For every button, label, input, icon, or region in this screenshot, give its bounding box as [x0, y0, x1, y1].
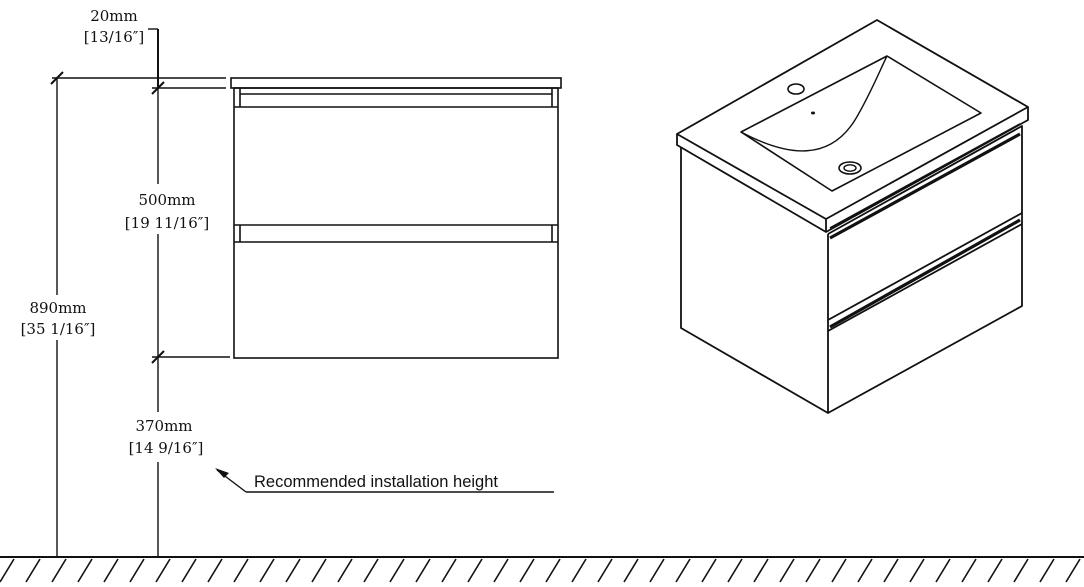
floor-hatch-line: [519, 558, 535, 583]
floor-hatch-line: [0, 558, 15, 583]
floor-hatch-line: [883, 558, 899, 583]
install-height-inch: [14 9/16″]: [129, 439, 204, 457]
floor-hatch-line: [181, 558, 197, 583]
floor-hatch-line: [155, 558, 171, 583]
floor-hatch-line: [831, 558, 847, 583]
overflow-hole-icon: [811, 111, 815, 115]
isometric-view-cabinet: [676, 19, 1029, 414]
floor-hatch-line: [493, 558, 509, 583]
install-height-mm: 370mm: [135, 417, 192, 435]
floor-hatch-line: [1039, 558, 1055, 583]
floor-hatch-line: [415, 558, 431, 583]
floor-hatch-line: [545, 558, 561, 583]
floor-hatch-line: [935, 558, 951, 583]
floor-hatch-line: [311, 558, 327, 583]
floor-hatch-line: [727, 558, 743, 583]
faucet-hole-icon: [787, 83, 805, 95]
floor-hatch-line: [675, 558, 691, 583]
floor-hatch-line: [597, 558, 613, 583]
floor-hatch-line: [389, 558, 405, 583]
top-thickness-mm: 20mm: [90, 7, 138, 25]
front-view-cabinet: [230, 77, 562, 359]
floor-hatch-line: [129, 558, 145, 583]
floor-hatch-line: [909, 558, 925, 583]
floor-hatch-line: [363, 558, 379, 583]
drain-inner-icon: [843, 164, 857, 172]
overall-height-mm: 890mm: [29, 299, 86, 317]
floor-hatch-line: [857, 558, 873, 583]
dimension-lines: [50, 28, 554, 557]
floor-hatch-line: [701, 558, 717, 583]
floor-hatch-line: [779, 558, 795, 583]
floor-hatch-line: [623, 558, 639, 583]
floor-hatch-line: [649, 558, 665, 583]
floor-hatch-line: [441, 558, 457, 583]
leader-arrowhead: [215, 468, 229, 478]
floor-hatch-line: [103, 558, 119, 583]
floor-hatch-line: [753, 558, 769, 583]
floor-hatch-line: [805, 558, 821, 583]
floor-hatch-line: [285, 558, 301, 583]
floor-hatch-line: [571, 558, 587, 583]
floor-hatch-line: [25, 558, 41, 583]
drain-icon: [838, 161, 862, 175]
cabinet-height-mm: 500mm: [138, 191, 195, 209]
installation-height-note: Recommended installation height: [254, 473, 498, 491]
floor-hatch-line: [207, 558, 223, 583]
floor-hatch-line: [233, 558, 249, 583]
top-thickness-inch: [13/16″]: [84, 28, 145, 46]
floor-hatch-line: [961, 558, 977, 583]
floor-hatch-line: [337, 558, 353, 583]
overall-height-inch: [35 1/16″]: [21, 320, 96, 338]
floor-hatch-line: [259, 558, 275, 583]
floor-hatch-line: [77, 558, 93, 583]
floor-hatch-line: [987, 558, 1003, 583]
floor-hatch-line: [467, 558, 483, 583]
floor-hatch-line: [51, 558, 67, 583]
cabinet-height-inch: [19 11/16″]: [125, 214, 209, 232]
floor-hatch: [0, 556, 1084, 583]
floor-hatch-line: [1013, 558, 1029, 583]
floor-hatch-line: [1065, 558, 1081, 583]
